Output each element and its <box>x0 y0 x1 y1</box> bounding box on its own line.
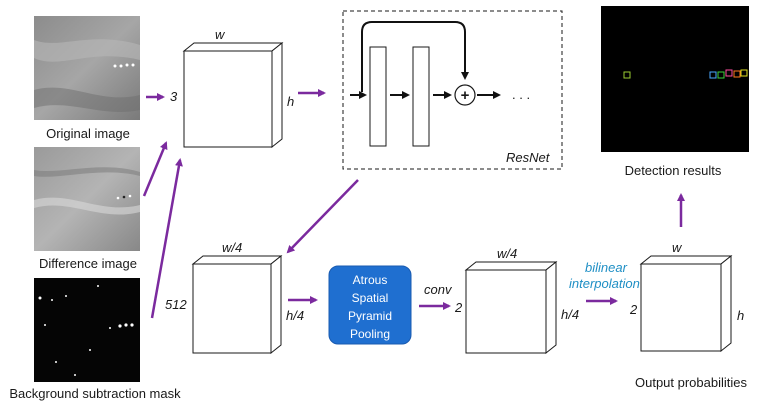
output-probabilities-cube <box>639 254 733 353</box>
arrow-resnet-to-features <box>286 179 359 254</box>
output-cube-height: h <box>737 308 744 323</box>
input-cube-width: w <box>215 27 226 42</box>
conv-label: conv <box>424 282 453 297</box>
mask-label: Background subtraction mask <box>9 386 181 401</box>
conv-cube-height: h/4 <box>561 307 579 322</box>
resnet-block <box>350 21 501 147</box>
feature-cube-depth: 512 <box>165 297 187 312</box>
feature-map-cube <box>191 254 283 355</box>
input-cube-depth: 3 <box>170 89 178 104</box>
background-subtraction-mask <box>34 278 140 382</box>
difference-image-label: Difference image <box>39 256 137 271</box>
sum-node <box>454 84 476 106</box>
aspp-line-3: Pyramid <box>348 309 392 323</box>
input-cube-height: h <box>287 94 294 109</box>
output-cube-width: w <box>672 240 683 255</box>
resnet-ellipsis: . . . <box>512 87 530 102</box>
feature-cube-height: h/4 <box>286 308 304 323</box>
output-cube-depth: 2 <box>629 302 638 317</box>
interp-line-1: bilinear <box>585 260 628 275</box>
conv-output-cube <box>464 260 558 355</box>
conv-cube-depth: 2 <box>454 300 463 315</box>
arrow-difference-to-input <box>142 141 168 197</box>
difference-image <box>34 147 140 251</box>
original-image-label: Original image <box>46 126 130 141</box>
original-image <box>34 16 140 120</box>
aspp-line-2: Spatial <box>352 291 389 305</box>
skip-connection-arrow <box>361 21 469 92</box>
aspp-line-4: Pooling <box>350 327 390 341</box>
interp-line-2: interpolation <box>569 276 640 291</box>
resnet-frame <box>342 10 563 170</box>
sum-symbol: + <box>461 87 470 104</box>
input-tensor-cube <box>182 41 284 149</box>
detection-results-label: Detection results <box>625 163 722 178</box>
arrow-mask-to-input <box>150 158 183 319</box>
resnet-label: ResNet <box>506 150 551 165</box>
conv-cube-width: w/4 <box>497 246 517 261</box>
detection-results-image <box>601 6 749 152</box>
resnet-layer-2 <box>412 46 430 147</box>
aspp-box <box>328 265 412 345</box>
feature-cube-width: w/4 <box>222 240 242 255</box>
aspp-line-1: Atrous <box>353 273 388 287</box>
output-probabilities-label: Output probabilities <box>635 375 748 390</box>
resnet-layer-1 <box>369 46 387 147</box>
